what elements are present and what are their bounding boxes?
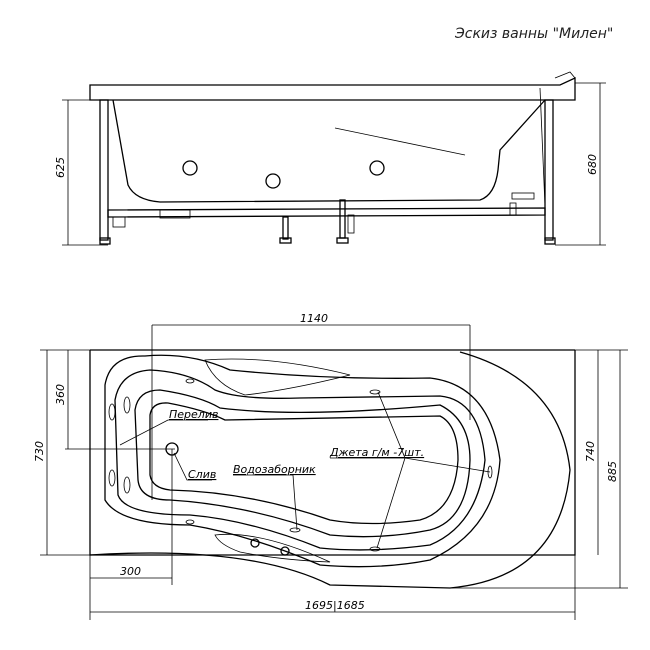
label-water-intake: Водозаборник [233, 463, 316, 476]
dim-885: 885 [606, 461, 619, 482]
label-jets: Джета г/м -7шт. [329, 446, 424, 459]
dim-740: 740 [584, 441, 597, 462]
label-overflow: Перелив [169, 408, 218, 421]
dim-1140: 1140 [300, 312, 328, 325]
dim-300: 300 [120, 565, 141, 578]
dim-length: 1695|1685 [305, 599, 365, 612]
dim-680: 680 [586, 154, 599, 175]
top-view: Перелив Слив Водозаборник Джета г/м -7шт… [33, 312, 628, 620]
drawing-title: Эскиз ванны "Милен" [454, 26, 613, 42]
dim-730: 730 [33, 441, 46, 462]
dim-360: 360 [54, 384, 67, 405]
label-drain: Слив [188, 468, 216, 481]
dim-625: 625 [54, 157, 67, 178]
side-view: 625 680 [54, 71, 606, 246]
